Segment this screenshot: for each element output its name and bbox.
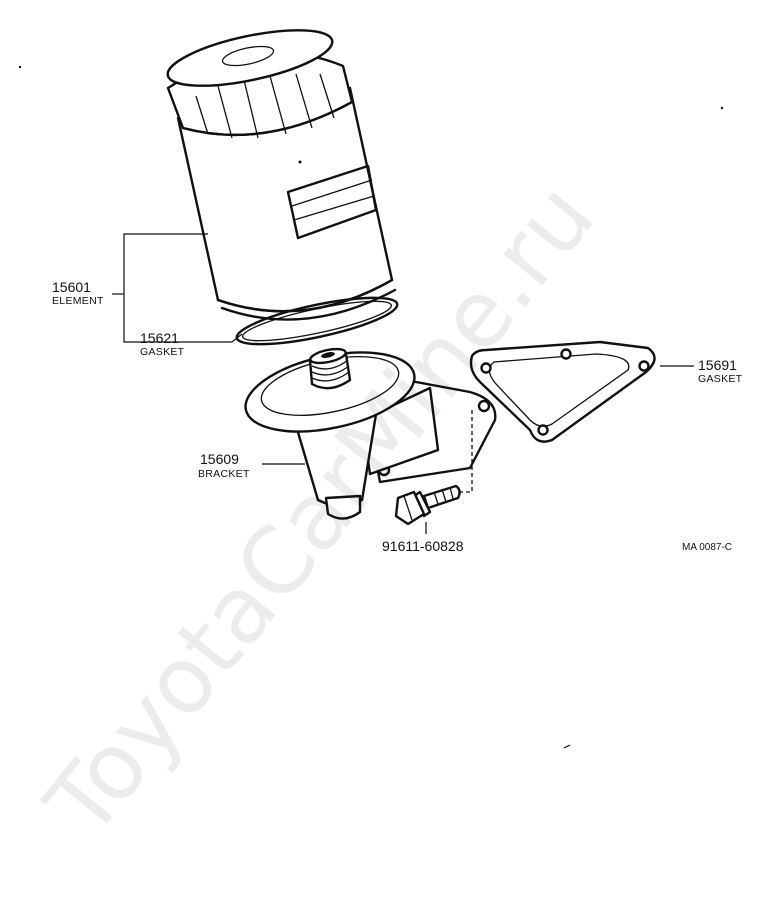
bracket-gasket — [469, 340, 656, 443]
filter-gasket-part-number: 15621 — [140, 330, 179, 346]
oil-filter-element — [166, 29, 397, 321]
leader-lines — [112, 233, 694, 534]
bracket-part-number: 15609 — [200, 451, 239, 467]
element-part-name: ELEMENT — [52, 295, 104, 307]
scan-speck — [720, 106, 724, 110]
scan-speck — [18, 65, 22, 69]
oil-filter-bracket — [244, 347, 497, 520]
element-part-number: 15601 — [52, 279, 91, 295]
part-label-bracket: 15609 BRACKET — [198, 451, 250, 480]
part-label-element: 15601 ELEMENT — [52, 279, 104, 307]
scan-speck — [563, 744, 571, 749]
part-label-filter-gasket: 15621 GASKET — [140, 330, 185, 358]
flange-bolt — [394, 484, 461, 526]
figure-code: MA 0087-C — [682, 542, 732, 553]
bracket-gasket-part-name: GASKET — [698, 373, 743, 385]
bracket-part-name: BRACKET — [198, 468, 250, 480]
part-label-bolt: 91611-60828 — [382, 538, 464, 554]
bracket-gasket-part-number: 15691 — [698, 357, 737, 373]
bolt-part-number: 91611-60828 — [382, 538, 464, 554]
part-label-bracket-gasket: 15691 GASKET — [698, 357, 743, 385]
filter-gasket-part-name: GASKET — [140, 346, 185, 358]
